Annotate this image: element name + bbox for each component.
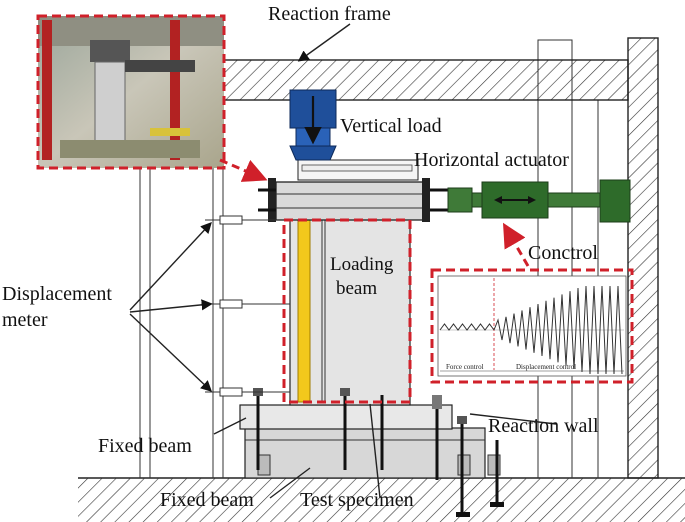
labels: Reaction frame Vertical load Horizontal … xyxy=(2,3,599,511)
horizontal-actuator xyxy=(447,179,631,223)
highlight-callouts xyxy=(219,158,634,404)
label-fixed-beam-lower: Fixed beam xyxy=(160,489,254,511)
test-specimen xyxy=(289,214,411,406)
label-test-specimen: Test specimen xyxy=(300,489,414,511)
control-chart: Force control Displacement control xyxy=(437,275,627,377)
label-displacement-meter-1: Displacement xyxy=(2,283,112,305)
displacement-meters xyxy=(205,215,290,397)
displacement-control-label: Displacement control xyxy=(516,363,576,371)
label-displacement-meter-2: meter xyxy=(2,309,48,331)
label-vertical-load: Vertical load xyxy=(340,115,442,137)
vertical-jack xyxy=(289,89,419,181)
reaction-wall xyxy=(627,37,659,479)
displacement-control-wave xyxy=(493,285,623,375)
label-loading-beam-2: beam xyxy=(336,278,377,299)
force-control-wave xyxy=(439,323,495,331)
force-control-label: Force control xyxy=(446,363,484,371)
label-reaction-wall: Reaction wall xyxy=(488,415,599,437)
label-fixed-beam-upper: Fixed beam xyxy=(98,435,192,457)
label-reaction-frame: Reaction frame xyxy=(268,3,391,25)
leader-lines xyxy=(129,23,557,499)
label-horizontal-actuator: Horizontal actuator xyxy=(414,149,569,171)
loading-beam xyxy=(258,178,448,222)
label-loading-beam-1: Loading xyxy=(330,254,394,275)
ground xyxy=(78,477,685,522)
label-control: Conctrol xyxy=(528,242,598,264)
lab-photo-inset xyxy=(36,14,226,170)
